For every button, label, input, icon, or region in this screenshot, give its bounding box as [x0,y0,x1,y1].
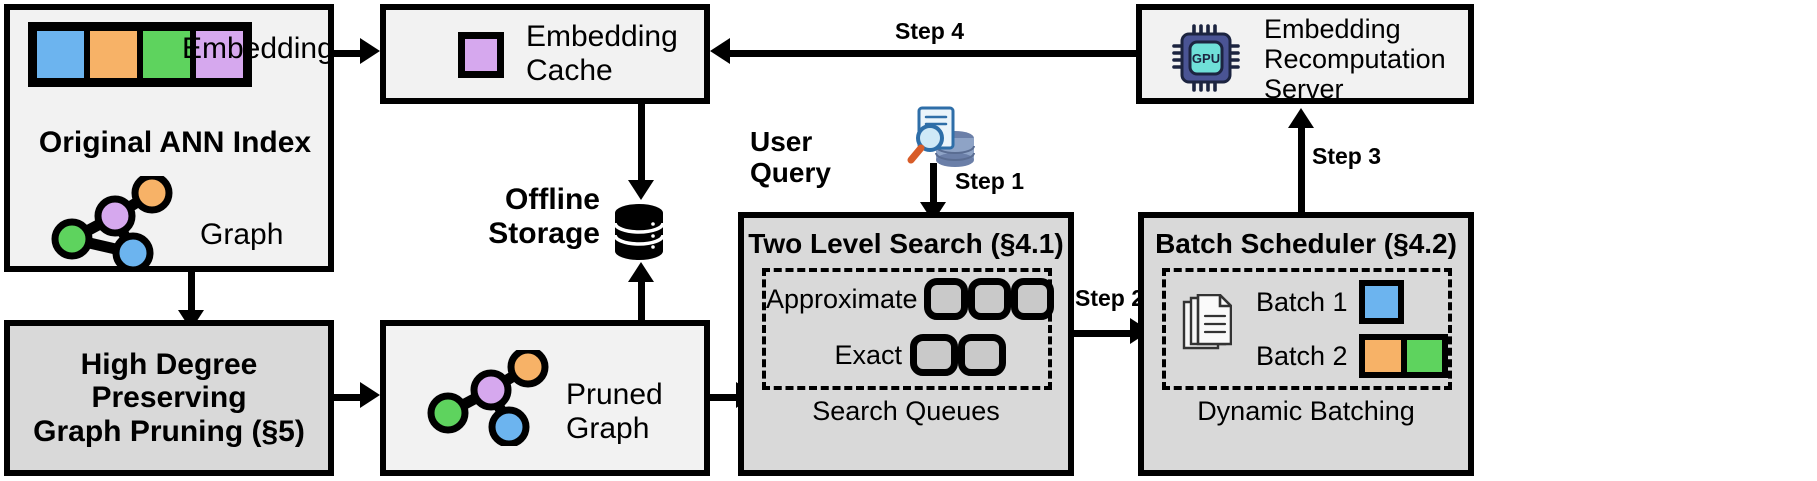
step1-label: Step 1 [955,168,1025,194]
embedding-cell-blue [34,28,87,81]
offline-storage-label-line2: Storage [488,216,600,250]
batch-2-label: Batch 2 [1256,340,1348,371]
pruned-graph-icon [416,350,566,446]
embedding-strip [28,22,252,87]
recompute-title-line3: Server [1264,74,1344,105]
search-queue-row-exact: Exact [766,334,1054,376]
arrow-step4-line [730,50,1136,57]
embedding-cell-purple [193,28,246,81]
arrow-pruned-to-storage-line [638,282,645,322]
documents-stack-icon [1180,294,1232,356]
search-queues-caption: Search Queues [812,396,1000,426]
arrow-step3-line [1298,128,1305,212]
database-cylinder-icon [613,203,665,261]
arrow-step4-head [710,38,730,64]
exact-slot-1[interactable] [910,334,958,376]
approximate-slot-2[interactable] [967,278,1011,320]
batch-1-item-blue [1359,280,1404,324]
original-graph-icon [40,176,190,272]
dynamic-batching-caption: Dynamic Batching [1197,396,1415,426]
embedding-cell-green [140,28,193,81]
arrow-index-to-cache-head [360,38,380,64]
exact-row-label: Exact [834,339,902,370]
batch-2-item-orange [1359,334,1404,378]
pruning-title-line1: High Degree Preserving [80,347,258,415]
embedding-cache-box: Embedding Cache [380,4,710,104]
recompute-title-line1: Embedding [1264,14,1401,44]
arrow-cache-to-storage-line [638,104,645,181]
gpu-icon-text: GPU [1192,51,1220,66]
embedding-cache-title-line1: Embedding [526,20,678,53]
gpu-chip-icon: GPU [1170,22,1242,94]
approximate-slot-1[interactable] [924,278,968,320]
exact-slot-2[interactable] [958,334,1006,376]
embedding-cache-title-line2: Cache [526,53,613,87]
two-level-search-title: Two Level Search (§4.1) [748,228,1064,259]
user-query-label: User Query [750,126,831,189]
arrow-step3-head [1288,108,1314,128]
arrow-ann-to-pruning-line [188,272,195,312]
batch-scheduler-title: Batch Scheduler (§4.2) [1155,228,1457,259]
graph-label: Graph [200,218,284,251]
embedding-cache-title: Embedding Cache [526,20,706,87]
batch-1-label: Batch 1 [1256,286,1348,317]
offline-storage-label-line1: Offline [505,183,600,216]
step2-label: Step 2 [1075,285,1145,311]
recompute-server-title: Embedding Recomputation Server [1264,14,1474,105]
pruned-graph-box: Pruned Graph [380,320,710,476]
arrow-step2-line [1074,330,1134,337]
pruning-title-line2: Graph Pruning (§5) [33,414,305,448]
recompute-title-line2: Recomputation [1264,44,1446,75]
query-magnifier-database-icon [903,105,977,171]
step3-label: Step 3 [1312,143,1382,169]
original-ann-index-title: Original ANN Index [38,126,312,159]
batch-row-1: Batch 1 [1256,280,1448,324]
arrow-cache-to-storage-head [628,180,654,200]
offline-storage-label: Offline Storage [420,183,600,250]
embedding-label: Embedding [182,32,334,65]
arrow-pruning-to-pruned-head [360,382,380,408]
arrow-step1-line [930,163,937,203]
arrow-pruned-to-storage-head [628,262,654,282]
approximate-row-label: Approximate [766,283,918,314]
search-queues-dashed-region: Approximate Exact [762,268,1054,390]
search-queue-row-approximate: Approximate [766,278,1054,320]
original-ann-index-box: Embedding Original ANN Index Graph [4,4,334,272]
two-level-search-box: Two Level Search (§4.1) Approximate Exac… [738,212,1074,476]
dynamic-batching-dashed-region: Batch 1 Batch 2 [1162,268,1452,390]
approximate-slot-3[interactable] [1010,278,1054,320]
embedding-cell-orange [87,28,140,81]
graph-pruning-box: High Degree Preserving Graph Pruning (§5… [4,320,334,476]
recompute-server-box: GPU Embedding Recomputation Server [1136,4,1474,104]
arrow-index-to-cache-line [334,50,362,57]
batch-2-item-green [1403,334,1448,378]
step4-label: Step 4 [895,18,965,44]
arrow-pruned-to-search-line [710,394,738,401]
batch-row-2: Batch 2 [1256,334,1448,378]
arrow-pruning-to-pruned-line [334,394,362,401]
pruned-graph-label: Pruned Graph [566,378,663,445]
batch-scheduler-box: Batch Scheduler (§4.2) Batch 1 [1138,212,1474,476]
embedding-cache-square-icon [458,32,504,78]
